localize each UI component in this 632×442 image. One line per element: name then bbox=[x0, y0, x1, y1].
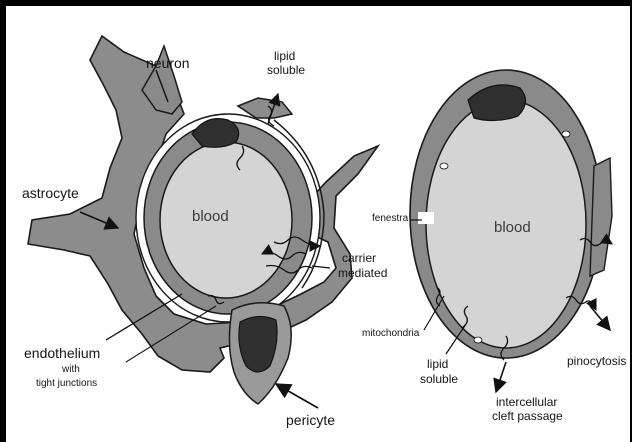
label-fenestra: fenestra bbox=[372, 213, 408, 224]
label-with: with bbox=[62, 364, 80, 375]
cleft-arrow bbox=[496, 362, 506, 392]
pericyte-nucleus bbox=[239, 316, 277, 372]
label-pinocytosis: pinocytosis bbox=[567, 355, 626, 368]
label-mitochondria: mitochondria bbox=[362, 328, 419, 339]
label-neuron: neuron bbox=[146, 56, 190, 71]
label-pericyte: pericyte bbox=[286, 413, 335, 428]
carrier-leader bbox=[312, 266, 330, 268]
label-mediated: mediated bbox=[338, 267, 387, 280]
label-lipid-soluble-top-1: lipid bbox=[274, 50, 295, 63]
label-lipid-soluble-bottom-2: soluble bbox=[420, 373, 458, 386]
label-endothelium: endothelium bbox=[24, 346, 100, 361]
pinocytosis-arrow bbox=[590, 306, 610, 330]
astrocyte-finger-top bbox=[238, 98, 292, 118]
label-blood-left: blood bbox=[192, 210, 229, 223]
pericyte-pointer bbox=[276, 384, 318, 408]
vesicle-2 bbox=[562, 131, 570, 137]
label-intercellular: intercellular bbox=[496, 396, 557, 409]
vesicle-3 bbox=[474, 337, 482, 343]
vesicle-1 bbox=[440, 163, 448, 169]
bbb-diagram bbox=[6, 6, 632, 442]
label-lipid-soluble-bottom-1: lipid bbox=[427, 358, 448, 371]
label-astrocyte: astrocyte bbox=[22, 186, 79, 201]
fenestra-gap bbox=[418, 212, 434, 224]
label-blood-right: blood bbox=[494, 221, 531, 234]
label-carrier: carrier bbox=[342, 252, 376, 265]
right-flap bbox=[590, 158, 612, 276]
label-cleft-passage: cleft passage bbox=[492, 410, 563, 423]
label-lipid-soluble-top-2: soluble bbox=[267, 64, 305, 77]
label-tight-junctions: tight junctions bbox=[36, 378, 97, 389]
